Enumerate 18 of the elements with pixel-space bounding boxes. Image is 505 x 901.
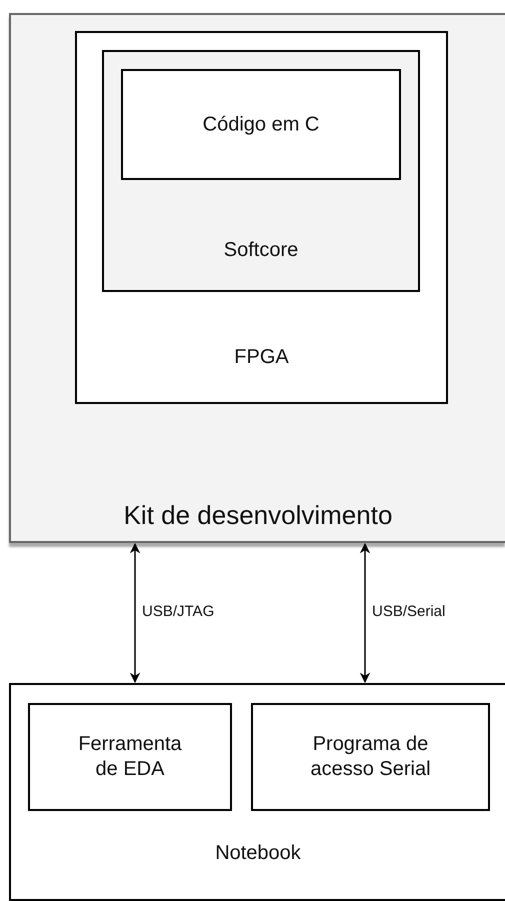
code-box xyxy=(121,69,401,180)
board-container xyxy=(9,13,505,543)
notebook-container xyxy=(9,683,505,901)
box-label: Ferramenta de EDA xyxy=(77,732,183,782)
box-label: Softcore xyxy=(222,238,300,262)
edge-label: USB/JTAG xyxy=(142,603,214,620)
edge-label: USB/Serial xyxy=(372,603,446,620)
box-label: FPGA xyxy=(233,344,290,370)
box-label: Programa de acesso Serial xyxy=(309,732,432,782)
fpga-box xyxy=(75,31,448,404)
double-arrow xyxy=(360,542,370,684)
softcore-box xyxy=(102,50,420,292)
box-label: Código em C xyxy=(202,112,320,137)
program-box xyxy=(251,703,490,811)
tool-box xyxy=(28,703,232,811)
double-arrow xyxy=(130,542,140,684)
box-label: Kit de desenvolvimento xyxy=(122,498,394,532)
box-label: Notebook xyxy=(214,840,302,866)
